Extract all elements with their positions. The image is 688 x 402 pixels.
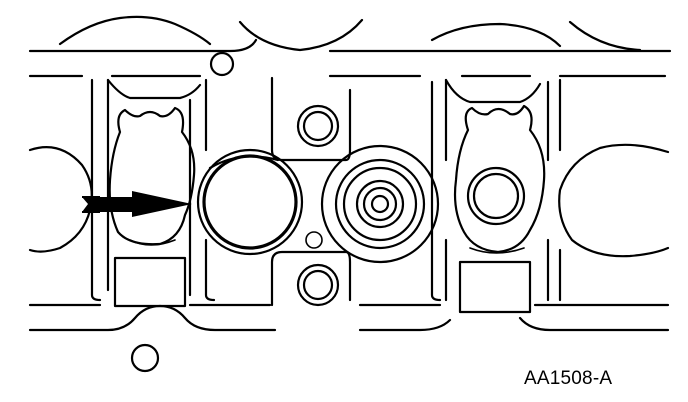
left-rocker-block — [113, 256, 187, 308]
right-valve-spring — [453, 104, 546, 254]
mounting-holes — [130, 51, 235, 373]
right-housing — [430, 78, 550, 302]
spark-plug-well — [320, 144, 440, 264]
valve-guide-bore — [196, 148, 304, 256]
right-partial-bore — [558, 143, 670, 258]
left-housing — [90, 78, 216, 302]
upper-flange — [28, 38, 672, 78]
indicator-arrow — [82, 191, 192, 217]
lower-flange — [28, 303, 670, 332]
left-partial-bore — [28, 146, 93, 253]
right-rocker-block — [458, 260, 532, 314]
small-ports — [296, 104, 340, 307]
part-number-label: AA1508-A — [524, 368, 613, 389]
left-valve-spring — [108, 106, 196, 246]
top-edge-curves — [58, 15, 642, 52]
